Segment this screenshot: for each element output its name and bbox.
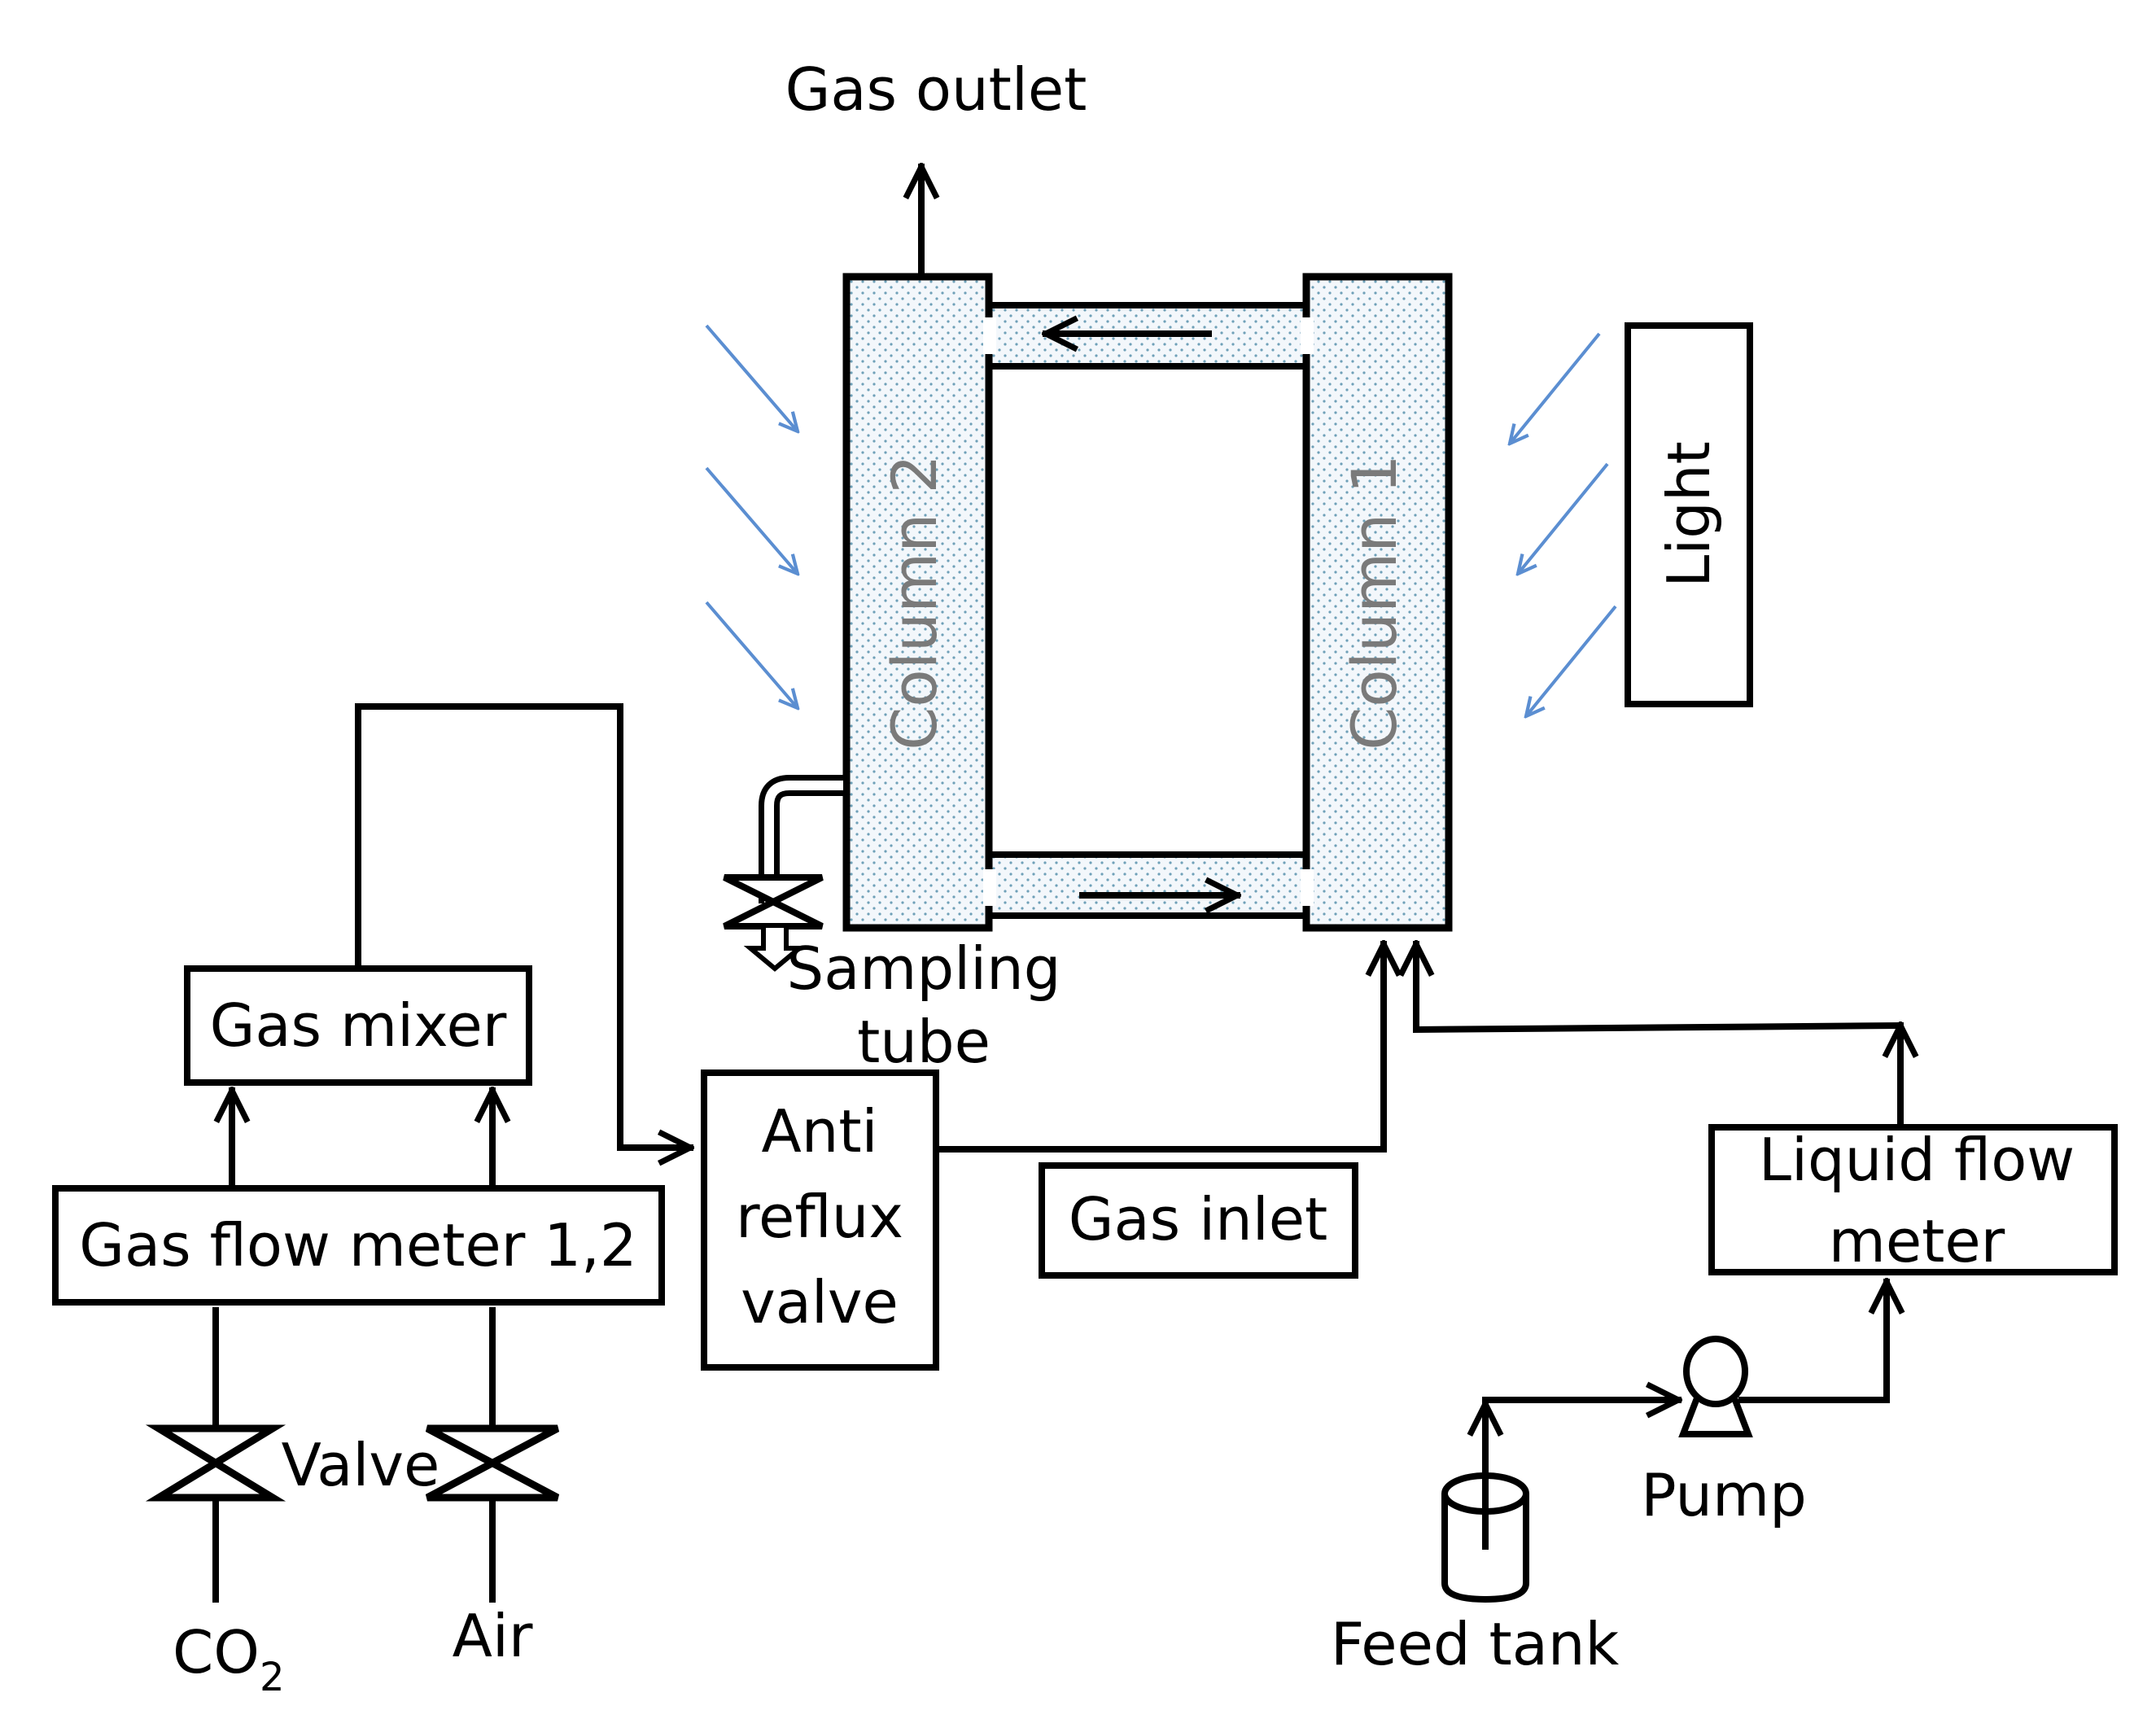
sampling-tube-bore xyxy=(764,781,843,903)
lower-right-opening xyxy=(1301,869,1314,906)
liquid-flow-meter-label-line1: Liquid flow xyxy=(1759,1126,2075,1194)
anti-reflux-label-line2: reflux xyxy=(736,1183,903,1251)
column-1-label: Column 1 xyxy=(1338,454,1410,750)
sampling-tube-label-line1: Sampling xyxy=(786,934,1061,1003)
pump-to-meter-line xyxy=(1738,1282,1887,1403)
mixer-outlet-line xyxy=(355,703,690,1148)
light-source xyxy=(1625,322,1753,707)
anti-reflux-valve-box xyxy=(701,1069,939,1371)
light-label: Light xyxy=(1655,441,1723,588)
anti-reflux-label-line1: Anti xyxy=(761,1097,877,1166)
gas-inlet-line xyxy=(933,944,1384,1153)
co2-valve-icon xyxy=(145,1424,286,1502)
upper-right-opening xyxy=(1301,317,1314,354)
sampling-valve-icon xyxy=(723,874,824,929)
co2-label: CO2 xyxy=(173,1618,285,1700)
valve-label: Valve xyxy=(282,1431,440,1499)
co2-subscript: 2 xyxy=(260,1655,285,1700)
column-2-label: Column 2 xyxy=(878,454,951,750)
light-ray-icon xyxy=(705,324,798,431)
gas-mixer-box xyxy=(184,965,532,1086)
column-2 xyxy=(842,273,993,932)
gas-flow-meter-label: Gas flow meter 1,2 xyxy=(79,1211,636,1279)
sampling-outlet-arrow-icon xyxy=(743,928,807,972)
light-ray-icon xyxy=(705,601,798,708)
feed-tank-label: Feed tank xyxy=(1331,1610,1620,1678)
air-valve-icon xyxy=(425,1424,560,1502)
liquid-feed-line xyxy=(1416,944,1905,1034)
lower-left-opening xyxy=(983,869,996,906)
liquid-flow-meter-label-line2: meter xyxy=(1829,1207,2005,1275)
liquid-flow-meter-box xyxy=(1708,1124,2118,1275)
gas-flow-meter-box xyxy=(52,1185,665,1306)
gas-inlet-label: Gas inlet xyxy=(1069,1185,1327,1253)
light-ray-icon xyxy=(1526,605,1617,716)
air-label: Air xyxy=(453,1602,533,1670)
pump-label: Pump xyxy=(1641,1461,1807,1529)
gas-outlet-label: Gas outlet xyxy=(785,55,1087,124)
upper-left-opening xyxy=(983,317,996,354)
lower-connecting-tube xyxy=(986,851,1318,919)
pump-icon xyxy=(1683,1336,1748,1407)
anti-reflux-label-line3: valve xyxy=(741,1268,899,1336)
light-ray-icon xyxy=(1510,332,1601,444)
gas-mixer-label: Gas mixer xyxy=(210,991,507,1060)
sampling-tube-label-line2: tube xyxy=(857,1008,991,1076)
light-ray-icon xyxy=(1518,462,1609,574)
gas-inlet-box xyxy=(1039,1162,1358,1279)
column-1 xyxy=(1302,273,1453,932)
light-ray-icon xyxy=(705,466,798,574)
